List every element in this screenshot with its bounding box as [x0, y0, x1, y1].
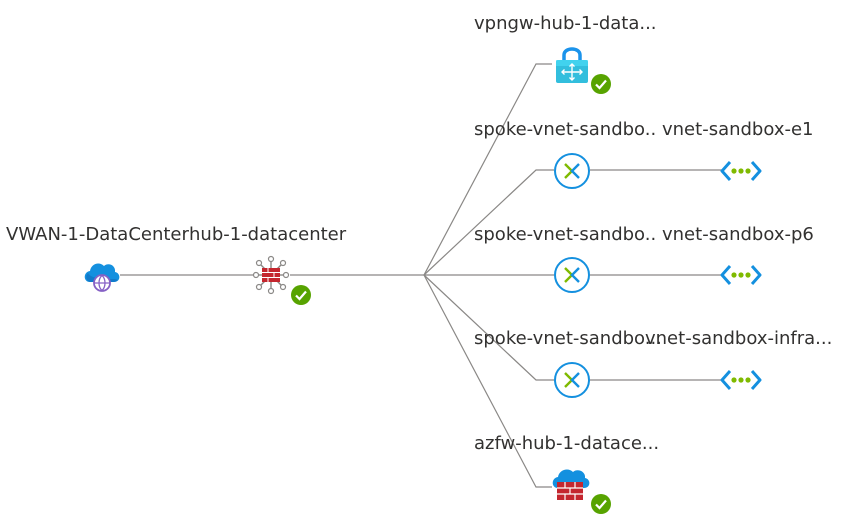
vnet-connection-icon [554, 257, 590, 293]
vpn-gateway-label: vpngw-hub-1-data... [474, 13, 657, 34]
virtual-network-3-node[interactable] [720, 369, 762, 391]
connection-1-label: spoke-vnet-sandbo.. [474, 119, 657, 140]
hub-label: hub-1-datacenter [189, 224, 347, 245]
hub-status-check-icon [290, 284, 312, 306]
link-junction-firewall [423, 274, 552, 488]
virtual-hub-icon [252, 255, 290, 295]
firewall-status-check-icon [590, 493, 612, 515]
virtual-wan-node[interactable] [82, 255, 122, 295]
link-junction-conn1 [423, 169, 554, 276]
azure-firewall-icon [552, 469, 590, 500]
connection-2-label: spoke-vnet-sandbo.. [474, 224, 657, 245]
firewall-label: azfw-hub-1-datace... [474, 433, 660, 454]
link-junction-conn3 [423, 274, 554, 381]
virtual-network-1-node[interactable] [720, 160, 762, 182]
azure-firewall-node[interactable] [550, 466, 592, 502]
virtual-network-2-node[interactable] [720, 264, 762, 286]
connection-3-label: spoke-vnet-sandbo... [474, 328, 662, 349]
virtual-network-icon [720, 370, 762, 390]
virtual-wan-icon [84, 263, 120, 292]
vnet-1-label: vnet-sandbox-e1 [662, 119, 814, 140]
vwan-label: VWAN-1-DataCenter [6, 224, 189, 245]
vnet-3-label: vnet-sandbox-infra... [645, 328, 833, 349]
vnet-connection-2-node[interactable] [553, 256, 591, 294]
vnet-connection-1-node[interactable] [553, 152, 591, 190]
link-junction-vpngw [423, 63, 552, 276]
vpn-gateway-status-check-icon [590, 73, 612, 95]
vnet-2-label: vnet-sandbox-p6 [662, 224, 814, 245]
virtual-network-icon [720, 265, 762, 285]
vpn-gateway-node[interactable] [553, 44, 591, 84]
vnet-connection-icon [554, 153, 590, 189]
vnet-connection-icon [554, 362, 590, 398]
virtual-hub-node[interactable] [252, 255, 292, 295]
vpn-gateway-lock-icon [556, 47, 588, 83]
vnet-connection-3-node[interactable] [553, 361, 591, 399]
virtual-network-icon [720, 161, 762, 181]
